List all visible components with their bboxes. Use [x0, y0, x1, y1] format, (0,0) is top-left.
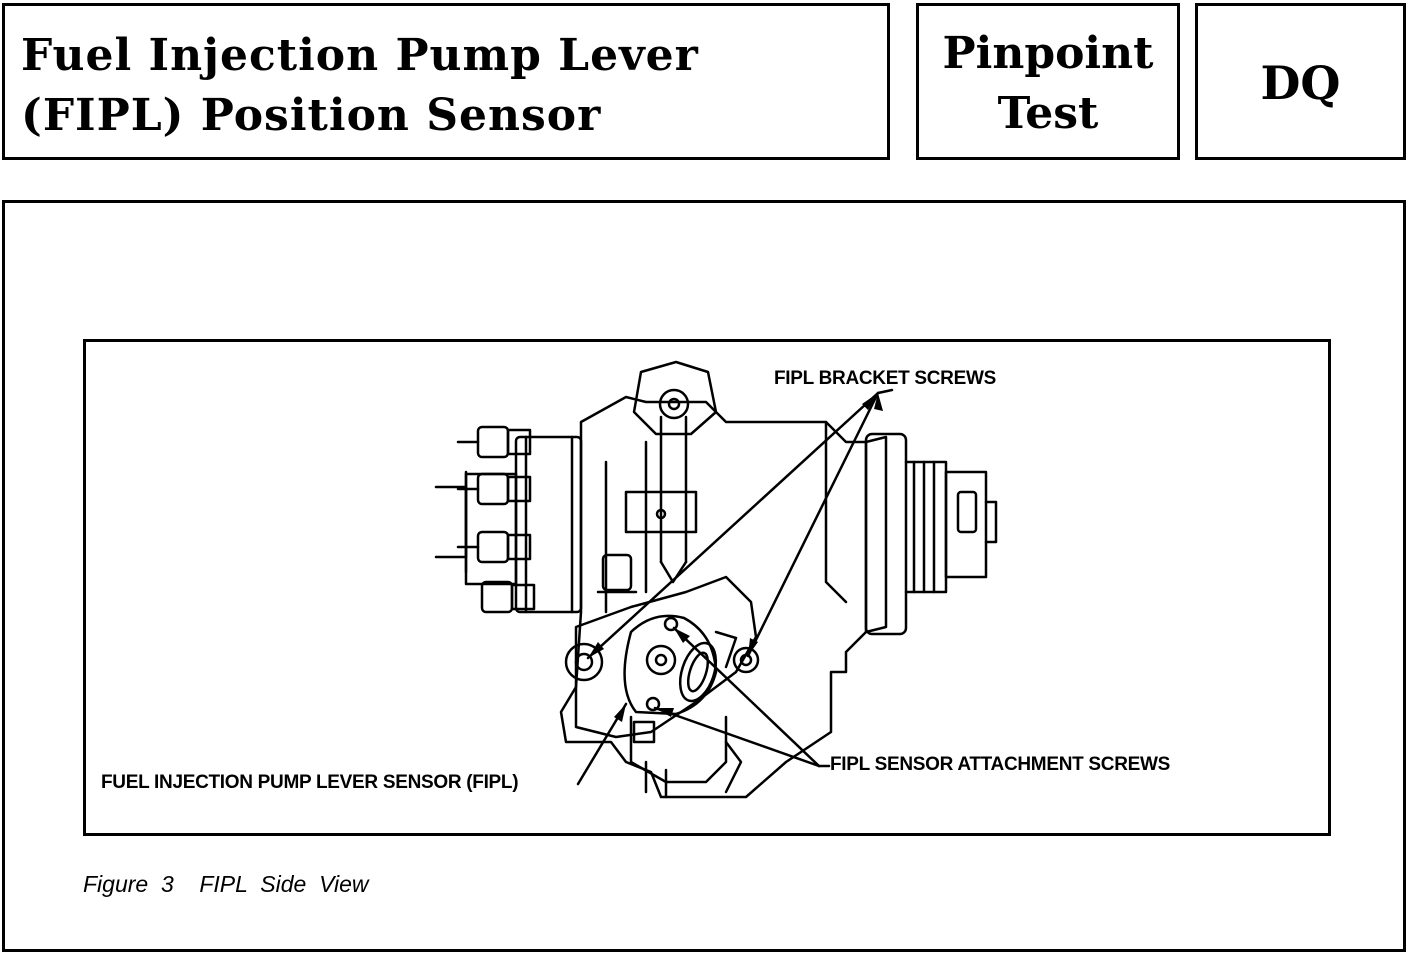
pinpoint-test-box: Pinpoint Test	[916, 3, 1180, 160]
figure-caption: Figure 3 FIPL Side View	[83, 871, 369, 897]
callout-fipl-sensor-attachment-screws: FIPL SENSOR ATTACHMENT SCREWS	[830, 754, 1170, 775]
pump-body	[559, 395, 868, 799]
attachment-screws-arrowheads	[655, 628, 690, 717]
sensor-connector	[629, 715, 743, 799]
bracket-screws-leaders	[586, 388, 894, 660]
callout-fipl-sensor: FUEL INJECTION PUMP LEVER SENSOR (FIPL)	[101, 772, 519, 793]
section-title-line1: Fuel Injection Pump Lever	[21, 30, 699, 81]
figure-frame: FIPL BRACKET SCREWS FIPL SENSOR ATTACHME…	[83, 339, 1331, 836]
test-code: DQ	[1260, 56, 1341, 110]
pinpoint-label-line2: Test	[997, 88, 1099, 139]
body-plug	[596, 553, 638, 594]
bracket-screws-arrowheads	[588, 393, 883, 658]
governor-end	[864, 432, 998, 636]
mounting-stub	[434, 470, 468, 574]
fuel-line-fittings	[456, 425, 536, 614]
fuel-pump-illustration	[434, 360, 998, 799]
figure-panel: FIPL BRACKET SCREWS FIPL SENSOR ATTACHME…	[2, 200, 1406, 952]
throttle-lever	[624, 360, 718, 584]
section-title-line2: (FIPL) Position Sensor	[21, 90, 602, 141]
fipl-sensor-arrowhead	[614, 704, 626, 722]
section-title-box: Fuel Injection Pump Lever (FIPL) Positio…	[2, 3, 890, 160]
test-code-box: DQ	[1195, 3, 1406, 160]
attachment-screws-leaders	[653, 626, 831, 768]
pinpoint-label-line1: Pinpoint	[942, 28, 1154, 79]
fipl-sensor-assembly	[564, 575, 760, 739]
callout-fipl-bracket-screws: FIPL BRACKET SCREWS	[774, 368, 996, 389]
